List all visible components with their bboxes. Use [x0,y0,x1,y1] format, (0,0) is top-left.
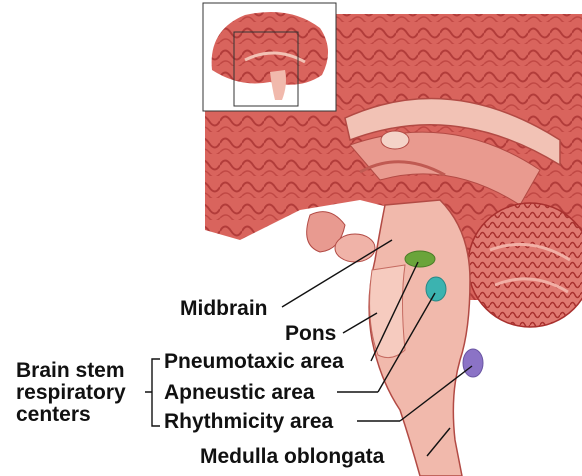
thalamus-region [349,131,541,206]
group-label-line2: respiratory [16,381,126,404]
inset-highlight-box [233,31,299,107]
leader-apneustic-2 [377,292,436,393]
inset-brain [211,11,329,85]
leader-midbrain [281,239,393,308]
leader-rhythmicity-2 [399,365,473,422]
pons [369,264,406,359]
leader-pons [342,312,378,334]
leader-pneumotaxic [370,261,419,362]
group-label-line1: Brain stem [16,359,125,382]
label-apneustic-area: Apneustic area [164,381,315,404]
label-pneumotaxic-area: Pneumotaxic area [164,350,344,373]
group-bracket [145,358,160,427]
group-label-line3: centers [16,403,91,426]
thalamus-nucleus [380,130,410,150]
fornix [359,160,446,177]
label-midbrain: Midbrain [180,297,268,320]
inset-stem [270,70,286,100]
leader-medulla [426,427,451,457]
group-label-brain-stem-respiratory-centers: Brain stem respiratory centers [16,360,126,426]
pneumotaxic-area-marker [404,250,436,268]
label-pons: Pons [285,322,337,345]
label-medulla-oblongata: Medulla oblongata [200,445,385,468]
label-rhythmicity-area: Rhythmicity area [164,410,334,433]
corpus-callosum [344,97,561,167]
apneustic-area-marker [425,276,447,302]
cerebellum [467,202,582,328]
rhythmicity-area-marker [462,348,484,378]
